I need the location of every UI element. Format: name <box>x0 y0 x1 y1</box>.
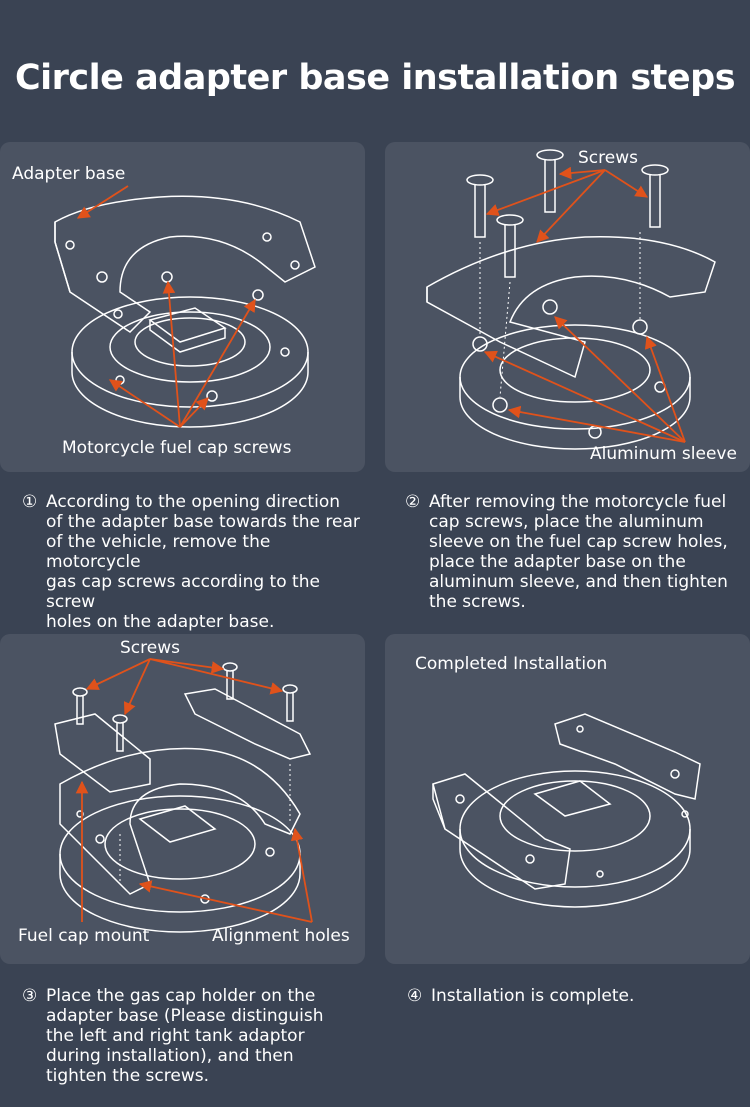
fuel-cap-mount-diagram <box>54 658 313 933</box>
step-4-number: ④ <box>407 986 423 1006</box>
step-2-number: ② <box>405 492 421 512</box>
screws-label-step3: Screws <box>120 638 180 658</box>
fuel-cap-mount-label: Fuel cap mount <box>18 926 150 946</box>
step-2-description: After removing the motorcycle fuel cap s… <box>429 492 728 612</box>
page-title: Circle adapter base installation steps <box>14 58 736 98</box>
step-3-description: Place the gas cap holder on the adapter … <box>46 986 324 1086</box>
step-4-description: Installation is complete. <box>431 986 635 1006</box>
screws-label: Screws <box>578 148 638 168</box>
completed-installation-diagram <box>432 713 701 908</box>
fuel-cap-screws-label: Motorcycle fuel cap screws <box>62 438 292 458</box>
step-1-description: According to the opening direction of th… <box>46 492 360 632</box>
step-4-illustration-panel: Completed Installation <box>385 634 750 964</box>
adapter-base-label: Adapter base <box>12 164 126 184</box>
completed-installation-label: Completed Installation <box>415 654 608 674</box>
alignment-holes-label: Alignment holes <box>212 926 350 946</box>
adapter-base-diagram <box>54 185 316 428</box>
step-1-number: ① <box>22 492 38 512</box>
step-2-illustration-panel: Screws Aluminum sleeve <box>385 142 750 472</box>
step-3-number: ③ <box>22 986 38 1006</box>
step-1-illustration-panel: Adapter base Motorcycle fuel cap screws <box>0 142 365 472</box>
aluminum-sleeve-label: Aluminum sleeve <box>590 444 737 464</box>
screws-sleeve-diagram <box>426 149 716 450</box>
step-3-illustration-panel: Screws Fuel cap mount Alignment holes <box>0 634 365 964</box>
